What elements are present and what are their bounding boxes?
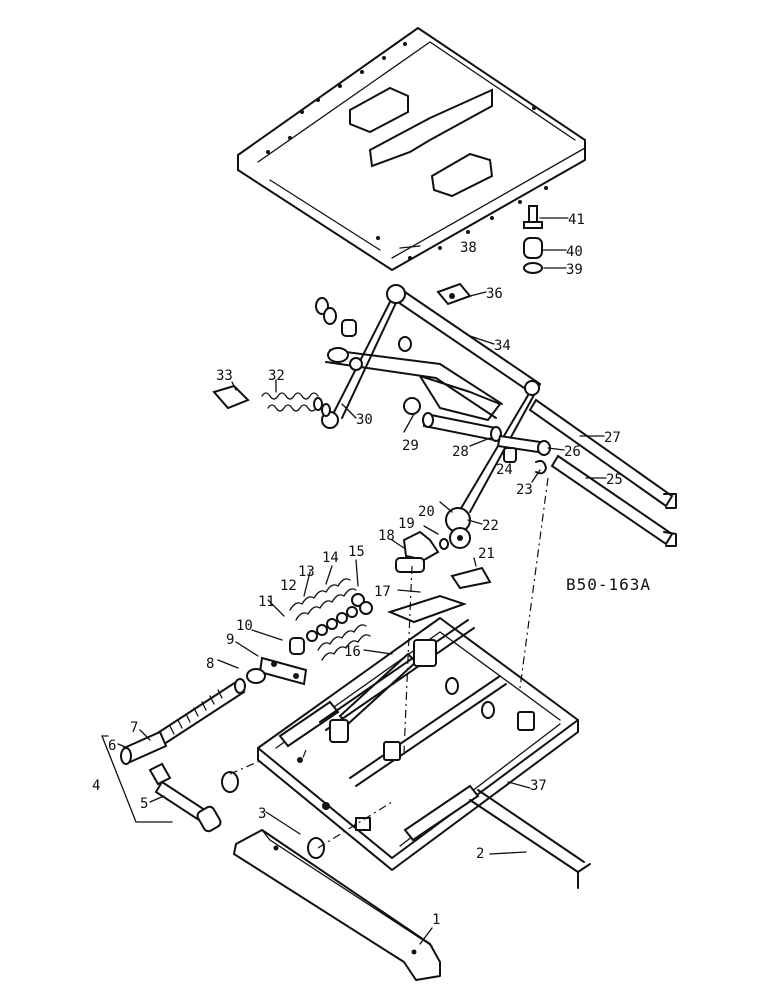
callout-28: 28: [452, 444, 469, 460]
bolt-41: [523, 205, 543, 229]
bushing-40: [523, 237, 543, 259]
callout-26: 26: [564, 444, 581, 460]
leader-lines: [117, 217, 607, 945]
callout-32: 32: [268, 368, 285, 384]
callout-20: 20: [418, 504, 435, 520]
seat-top-plate: [237, 27, 586, 271]
rail-2: [469, 789, 591, 889]
callout-labels: 41 40 39 38 36 34 33 32 30 29 28 27 26 2…: [92, 212, 651, 928]
callout-39: 39: [566, 262, 583, 278]
callout-21: 21: [478, 546, 495, 562]
washer-39: [523, 262, 543, 274]
callout-7: 7: [130, 720, 138, 736]
plugs-3: [221, 771, 325, 859]
callout-33: 33: [216, 368, 233, 384]
pin-24: [503, 447, 517, 463]
rail-1: [233, 829, 441, 981]
bushings: [315, 297, 421, 415]
washer-8: [246, 668, 266, 684]
callout-18: 18: [378, 528, 395, 544]
roller-20-22: [439, 507, 471, 550]
bracket-4-line: [101, 735, 173, 823]
callout-9: 9: [226, 632, 234, 648]
callout-3: 3: [258, 806, 266, 822]
callout-40: 40: [566, 244, 583, 260]
roller-shaft-29: [422, 412, 502, 442]
callout-41: 41: [568, 212, 585, 228]
callout-38: 38: [460, 240, 477, 256]
callout-23: 23: [516, 482, 533, 498]
bushing-10-11: [289, 637, 305, 655]
washers-15: [306, 606, 358, 642]
pad-21: [450, 566, 492, 590]
callout-34: 34: [494, 338, 511, 354]
callout-30: 30: [356, 412, 373, 428]
shaft-25: [550, 454, 677, 547]
callout-37: 37: [530, 778, 547, 794]
callout-12: 12: [280, 578, 297, 594]
callout-11: 11: [258, 594, 275, 610]
callout-15: 15: [348, 544, 365, 560]
callout-14: 14: [322, 550, 339, 566]
callout-29: 29: [402, 438, 419, 454]
lever-5: [148, 762, 222, 833]
assembly-lines: [229, 477, 549, 849]
callout-17: 17: [374, 584, 391, 600]
latch-36: [436, 282, 472, 306]
plate-33: [212, 384, 250, 410]
callout-10: 10: [236, 618, 253, 634]
callout-8: 8: [206, 656, 214, 672]
clip-23: [535, 459, 547, 475]
callout-25: 25: [606, 472, 623, 488]
callout-1: 1: [432, 912, 440, 928]
callout-13: 13: [298, 564, 315, 580]
callout-24: 24: [496, 462, 513, 478]
callout-22: 22: [482, 518, 499, 534]
callout-6: 6: [108, 738, 116, 754]
shaft-27: [528, 398, 677, 509]
bracket-18: [395, 530, 440, 573]
callout-27: 27: [604, 430, 621, 446]
plate-17: [387, 594, 468, 624]
callout-16: 16: [344, 644, 361, 660]
link-9: [258, 656, 308, 686]
callout-4: 4: [92, 778, 100, 794]
drawing-code: B50-163A: [566, 575, 651, 594]
callout-19: 19: [398, 516, 415, 532]
threaded-rod-7: [148, 678, 246, 750]
springs-32: [261, 392, 331, 417]
callout-5: 5: [140, 796, 148, 812]
springs-13-14: [289, 578, 373, 661]
callout-2: 2: [476, 846, 484, 862]
base-frame-37: [257, 617, 579, 871]
callout-36: 36: [486, 286, 503, 302]
